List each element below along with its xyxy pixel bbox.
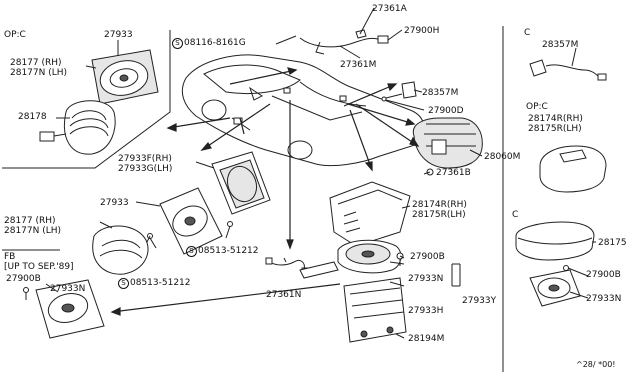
part-label-28357m-right[interactable]: 28357M	[542, 40, 579, 50]
part-label-27900d[interactable]: 27900D	[428, 106, 464, 116]
section-label-c-top-right: C	[524, 28, 531, 38]
speaker-top-left[interactable]	[91, 49, 159, 105]
part-label-28060m[interactable]: 28060M	[484, 152, 521, 162]
screw-symbol: S	[186, 246, 197, 257]
section-label-c-mid-right: C	[512, 210, 519, 220]
speaker-cover-28174r-mid[interactable]	[329, 181, 411, 247]
speaker-27933n-right[interactable]	[529, 265, 581, 307]
part-label-27933n-fb[interactable]: 27933N	[50, 284, 86, 294]
part-label-27933y[interactable]: 27933Y	[462, 296, 497, 306]
part-label-27933f-rh[interactable]: 27933F(RH)	[118, 154, 172, 164]
section-label-op-c-right: OP:C	[526, 102, 548, 112]
speaker-grille-28175[interactable]	[515, 221, 595, 261]
part-label-27933g-lh[interactable]: 27933G(LH)	[118, 164, 173, 174]
section-label-fb: FB	[4, 252, 16, 262]
screw-symbol: S	[172, 38, 183, 49]
part-label-28178[interactable]: 28178	[18, 112, 47, 122]
part-label-28174r-mid[interactable]: 28174R(RH)	[412, 200, 467, 210]
part-number-08116: 08116-8161G	[184, 38, 246, 48]
part-label-28175r-right[interactable]: 28175R(LH)	[528, 124, 582, 134]
car-body[interactable]	[181, 54, 425, 167]
screw-symbol: S	[118, 278, 129, 289]
part-label-27933-top[interactable]: 27933	[104, 30, 133, 40]
part-label-28177n-lh-mid[interactable]: 28177N (LH)	[4, 226, 62, 236]
part-label-27900b-fb[interactable]: 27900B	[6, 274, 41, 284]
speaker-bracket-27933f[interactable]	[211, 151, 271, 215]
speaker-27933-mid[interactable]	[145, 187, 233, 255]
section-label-op-c-left: OP:C	[4, 30, 26, 40]
part-label-27361m[interactable]: 27361M	[340, 60, 377, 70]
section-label-fb-note: [UP TO SEP.'89]	[4, 262, 74, 272]
part-label-27361b[interactable]: 27361B	[436, 168, 471, 178]
part-label-27933n-mid[interactable]: 27933N	[408, 274, 444, 284]
speaker-box-27933y[interactable]	[299, 239, 407, 343]
antenna-cable[interactable]	[299, 29, 389, 55]
part-label-28177-rh-top[interactable]: 28177 (RH)	[10, 58, 62, 68]
part-label-27900b-mid[interactable]: 27900B	[410, 252, 445, 262]
part-label-27361a[interactable]: 27361A	[372, 4, 407, 14]
part-label-28175[interactable]: 28175	[598, 238, 627, 248]
part-label-28177n-lh-top[interactable]: 28177N (LH)	[10, 68, 68, 78]
bracket-28357m[interactable]	[381, 81, 417, 102]
part-label-27900h[interactable]: 27900H	[404, 26, 440, 36]
speaker-fb[interactable]	[23, 279, 105, 339]
speaker-grille-mid-left[interactable]	[92, 225, 149, 275]
speaker-wire-28357m-right[interactable]	[529, 59, 607, 81]
part-label-27933n-right[interactable]: 27933N	[586, 294, 622, 304]
part-label-28177-rh-mid[interactable]: 28177 (RH)	[4, 216, 56, 226]
leader-lines	[45, 7, 596, 339]
part-label-28357m-mid[interactable]: 28357M	[422, 88, 459, 98]
part-label-28194m[interactable]: 28194M	[408, 334, 445, 344]
part-label-28175r-mid[interactable]: 28175R(LH)	[412, 210, 466, 220]
part-label-28174r-right[interactable]: 28174R(RH)	[528, 114, 583, 124]
speaker-grille-top-left[interactable]	[39, 100, 116, 155]
assembly-arrows	[110, 67, 420, 316]
diagram-reference-code: ^28/ *00!	[576, 360, 616, 369]
amplifier-28060m[interactable]	[412, 117, 483, 176]
part-label-27933h[interactable]: 27933H	[408, 306, 444, 316]
part-label-27361n[interactable]: 27361N	[266, 290, 302, 300]
part-number-08513-b: 08513-51212	[130, 278, 191, 288]
speaker-cover-28174r-right[interactable]	[539, 145, 607, 193]
part-label-27933-mid[interactable]: 27933	[100, 198, 129, 208]
part-number-08513-a: 08513-51212	[198, 246, 259, 256]
section-dividers	[2, 26, 504, 372]
part-label-27900b-right[interactable]: 27900B	[586, 270, 621, 280]
